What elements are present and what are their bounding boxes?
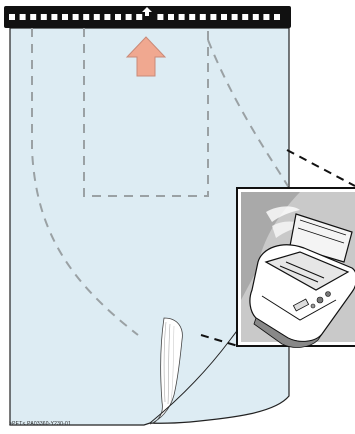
header-perforation bbox=[136, 14, 142, 20]
header-perforation bbox=[73, 14, 79, 20]
header-perforation bbox=[168, 14, 174, 20]
header-perforation bbox=[232, 14, 238, 20]
header-perforation bbox=[51, 14, 57, 20]
header-perforation bbox=[189, 14, 195, 20]
header-perforation bbox=[210, 14, 216, 20]
header-perforation bbox=[104, 14, 110, 20]
header-perforation bbox=[9, 14, 15, 20]
header-perforation bbox=[242, 14, 248, 20]
header-perforation bbox=[62, 14, 68, 20]
sheet-part-number: >PET< PA03360-Y230-01 bbox=[9, 421, 71, 427]
header-perforation bbox=[179, 14, 185, 20]
header-perforation bbox=[83, 14, 89, 20]
header-perforation bbox=[20, 14, 26, 20]
scanner-inset bbox=[237, 188, 355, 347]
header-perforation bbox=[274, 14, 280, 20]
sheet-header-bar bbox=[4, 6, 291, 28]
header-perforation bbox=[115, 14, 121, 20]
header-perforation bbox=[157, 14, 163, 20]
header-perforation bbox=[200, 14, 206, 20]
header-perforation bbox=[221, 14, 227, 20]
header-perforation bbox=[94, 14, 100, 20]
header-perforation bbox=[41, 14, 47, 20]
header-perforation bbox=[263, 14, 269, 20]
header-perforation bbox=[30, 14, 36, 20]
header-perforation bbox=[126, 14, 132, 20]
header-perforation bbox=[253, 14, 259, 20]
